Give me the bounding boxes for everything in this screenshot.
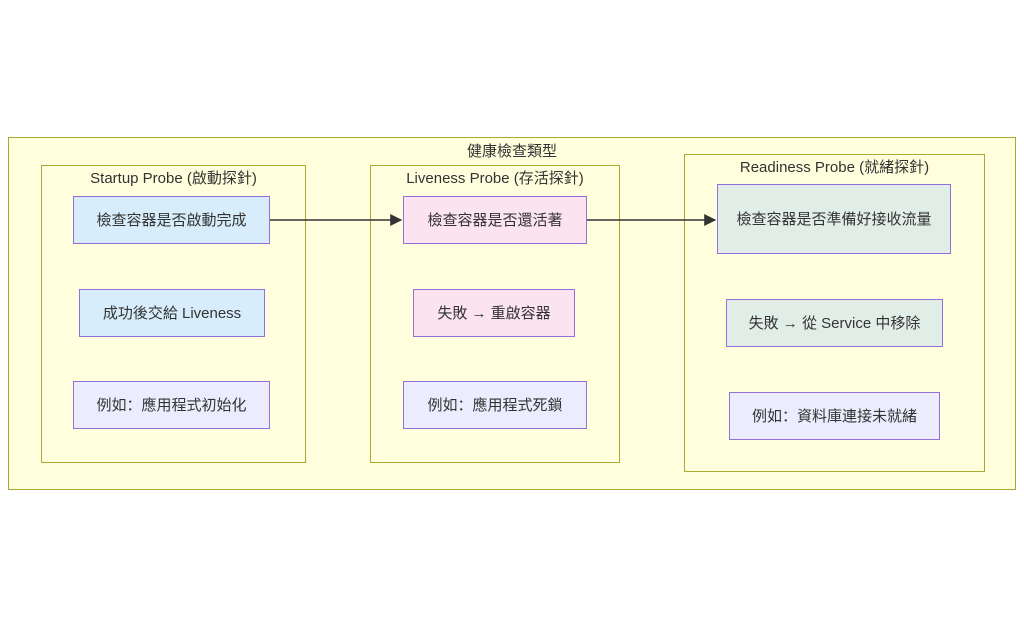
group-readiness-probe: Readiness Probe (就緒探針) 檢查容器是否準備好接收流量 失敗 … xyxy=(684,154,985,472)
node-liveness-fail-action: 失敗 → 重啟容器 xyxy=(413,289,575,337)
node-startup-check-label: 檢查容器是否啟動完成 xyxy=(96,211,247,229)
node-readiness-fail-action: 失敗 → 從 Service 中移除 xyxy=(726,299,943,347)
node-liveness-check: 檢查容器是否還活著 xyxy=(403,196,587,244)
node-startup-handoff: 成功後交給 Liveness xyxy=(79,289,265,337)
diagram-title: 健康檢查類型 xyxy=(466,143,557,160)
group-startup-probe: Startup Probe (啟動探針) 檢查容器是否啟動完成 成功後交給 Li… xyxy=(41,165,306,463)
group-startup-title: Startup Probe (啟動探針) xyxy=(90,170,257,187)
node-startup-example: 例如：應用程式初始化 xyxy=(73,381,270,429)
node-liveness-example-label: 例如：應用程式死鎖 xyxy=(427,396,563,414)
node-startup-example-label: 例如：應用程式初始化 xyxy=(96,396,247,414)
node-liveness-fail-action-label: 失敗 → 重啟容器 xyxy=(437,304,551,322)
node-readiness-check-label: 檢查容器是否準備好接收流量 xyxy=(736,210,932,228)
group-liveness-title: Liveness Probe (存活探針) xyxy=(406,170,584,187)
health-check-types-container: 健康檢查類型 Startup Probe (啟動探針) 檢查容器是否啟動完成 成… xyxy=(8,137,1016,490)
node-readiness-example: 例如：資料庫連接未就緒 xyxy=(729,392,940,440)
node-startup-check: 檢查容器是否啟動完成 xyxy=(73,196,270,244)
node-liveness-check-label: 檢查容器是否還活著 xyxy=(427,211,563,229)
node-startup-handoff-label: 成功後交給 Liveness xyxy=(102,304,242,322)
node-liveness-example: 例如：應用程式死鎖 xyxy=(403,381,587,429)
node-readiness-example-label: 例如：資料庫連接未就緒 xyxy=(751,407,917,425)
node-readiness-check: 檢查容器是否準備好接收流量 xyxy=(717,184,951,254)
group-liveness-probe: Liveness Probe (存活探針) 檢查容器是否還活著 失敗 → 重啟容… xyxy=(370,165,620,463)
group-readiness-title: Readiness Probe (就緒探針) xyxy=(739,159,930,176)
node-readiness-fail-action-label: 失敗 → 從 Service 中移除 xyxy=(748,314,921,332)
